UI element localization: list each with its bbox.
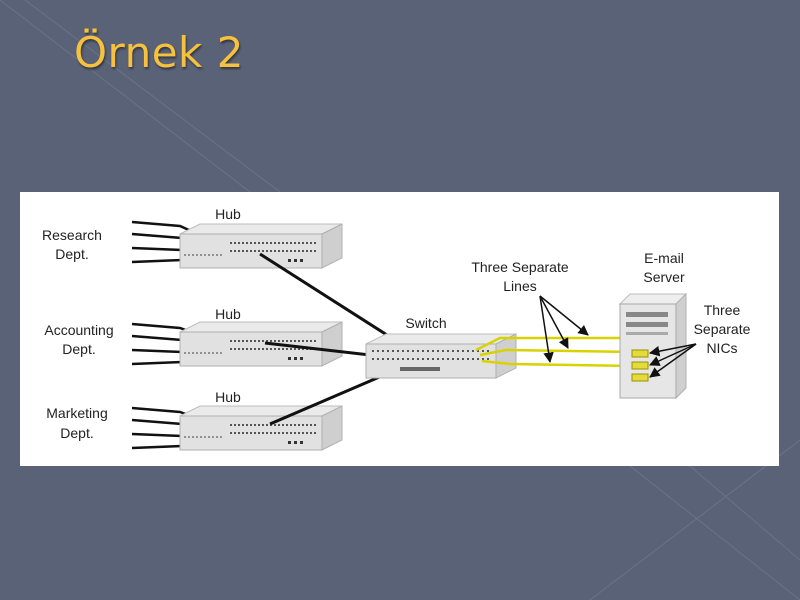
hub-3: [179, 405, 343, 451]
email-server-label-line2: Server: [643, 269, 685, 285]
nics-label-line1: Three: [704, 302, 741, 318]
research-label-line1: Research: [42, 227, 102, 243]
hub-1: [179, 223, 343, 269]
hub-1-label: Hub: [215, 206, 241, 222]
slide-title: Örnek 2: [74, 28, 244, 77]
hub-3-label: Hub: [215, 389, 241, 405]
email-server: [618, 292, 688, 400]
three-separate-lines-label-line1: Three Separate: [471, 259, 568, 275]
marketing-label-line1: Marketing: [46, 405, 107, 421]
accounting-label-line2: Dept.: [62, 341, 95, 357]
three-separate-lines-label-line2: Lines: [503, 278, 536, 294]
nics-label-line3: NICs: [706, 340, 737, 356]
nics-label-line2: Separate: [694, 321, 751, 337]
three-separate-lines: [475, 336, 635, 368]
marketing-label-line2: Dept.: [60, 425, 93, 441]
switch-label: Switch: [405, 315, 446, 331]
nics-callout-arrows: [648, 343, 697, 378]
hub-2: [179, 321, 343, 367]
email-server-label-line1: E-mail: [644, 250, 684, 266]
research-label-line2: Dept.: [55, 246, 88, 262]
accounting-label-line1: Accounting: [44, 322, 113, 338]
switch-device: [365, 333, 517, 379]
network-diagram: Research Dept. Accounting Dept. Marketin…: [20, 192, 779, 466]
lines-callout-arrows: [539, 295, 589, 364]
hub-2-label: Hub: [215, 306, 241, 322]
